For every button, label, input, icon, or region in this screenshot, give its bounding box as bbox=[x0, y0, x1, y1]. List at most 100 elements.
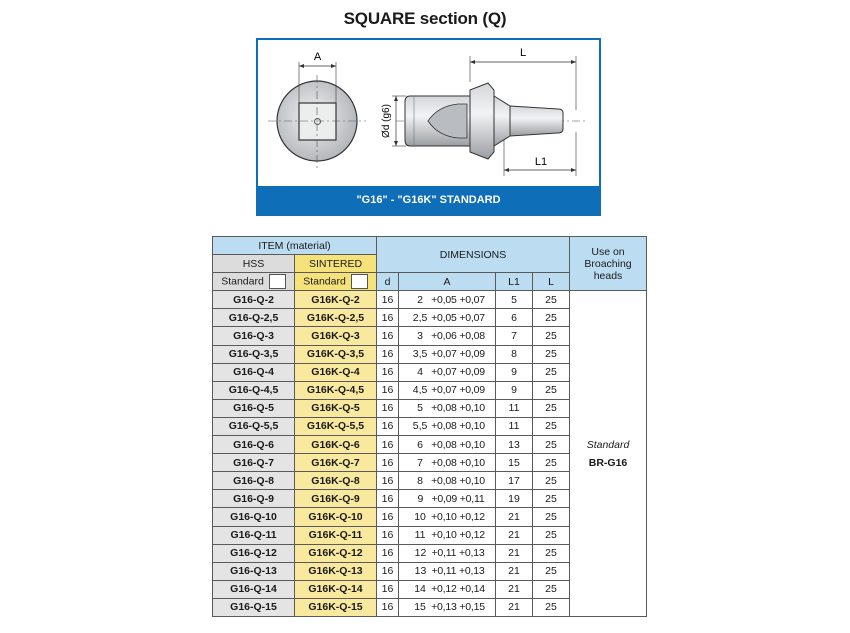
dimensions-header: DIMENSIONS bbox=[376, 235, 570, 274]
sintered-item-code: G16K-Q-5 bbox=[294, 398, 377, 418]
column-d-header: d bbox=[376, 272, 399, 292]
sintered-header: SINTERED bbox=[294, 254, 377, 274]
hss-item-code: G16-Q-6 bbox=[212, 435, 295, 455]
dimension-l: 25 bbox=[532, 471, 570, 491]
dimension-label-l: L bbox=[520, 47, 526, 59]
sintered-item-code: G16K-Q-5,5 bbox=[294, 416, 377, 437]
dimension-l1: 13 bbox=[495, 435, 533, 455]
dimension-d: 16 bbox=[376, 344, 399, 364]
dimension-a-value: 15 bbox=[414, 601, 426, 614]
dimension-l: 25 bbox=[532, 453, 570, 473]
dimension-a-value: 3,5 bbox=[412, 348, 428, 361]
dimension-l1: 21 bbox=[495, 507, 533, 527]
dimension-a-value: 10 bbox=[414, 510, 426, 523]
broaching-head-model: BR-G16 bbox=[588, 456, 628, 469]
dimension-a: 3,5+0,07 +0,09 bbox=[398, 344, 496, 364]
dimension-d: 16 bbox=[376, 435, 399, 455]
dimension-a-tolerance: +0,07 +0,09 bbox=[431, 366, 485, 379]
dimension-a-tolerance: +0,05 +0,07 bbox=[431, 293, 485, 306]
hss-item-code: G16-Q-15 bbox=[212, 597, 295, 617]
column-l1-header: L1 bbox=[495, 272, 533, 292]
dimension-a-tolerance: +0,08 +0,10 bbox=[431, 456, 485, 469]
dimension-a-tolerance: +0,08 +0,10 bbox=[431, 402, 485, 415]
dimension-d: 16 bbox=[376, 416, 399, 437]
sintered-item-code: G16K-Q-11 bbox=[294, 525, 377, 545]
dimension-a-tolerance: +0,06 +0,08 bbox=[431, 330, 485, 343]
dimension-d: 16 bbox=[376, 561, 399, 581]
hss-header: HSS bbox=[212, 254, 295, 274]
dimension-l: 25 bbox=[532, 561, 570, 581]
dimension-d: 16 bbox=[376, 471, 399, 491]
sintered-item-code: G16K-Q-2,5 bbox=[294, 308, 377, 328]
dimension-a: 13+0,11 +0,13 bbox=[398, 561, 496, 581]
dimension-l1: 21 bbox=[495, 525, 533, 545]
dimension-l: 25 bbox=[532, 597, 570, 617]
dimension-l: 25 bbox=[532, 507, 570, 527]
sintered-item-code: G16K-Q-4,5 bbox=[294, 380, 377, 400]
end-view bbox=[268, 62, 366, 170]
dimension-a-tolerance: +0,10 +0,12 bbox=[431, 529, 485, 542]
dimension-a-tolerance: +0,07 +0,09 bbox=[431, 384, 485, 397]
dimension-a-value: 8 bbox=[417, 474, 423, 487]
dimension-l1: 21 bbox=[495, 597, 533, 617]
sintered-item-code: G16K-Q-13 bbox=[294, 561, 377, 581]
sintered-item-code: G16K-Q-3,5 bbox=[294, 344, 377, 364]
dimension-a-value: 4 bbox=[417, 366, 423, 379]
hss-item-code: G16-Q-5,5 bbox=[212, 416, 295, 437]
dimension-d: 16 bbox=[376, 597, 399, 617]
dimension-a: 2,5+0,05 +0,07 bbox=[398, 308, 496, 328]
sintered-item-code: G16K-Q-2 bbox=[294, 290, 377, 310]
dimension-d: 16 bbox=[376, 362, 399, 382]
dimension-l1: 19 bbox=[495, 489, 533, 509]
hss-item-code: G16-Q-2 bbox=[212, 290, 295, 310]
hss-item-code: G16-Q-13 bbox=[212, 561, 295, 581]
dimension-a: 11 +0,10 +0,12 bbox=[398, 525, 496, 545]
dimension-a-value: 9 bbox=[417, 492, 424, 505]
dimension-a-value: 2,5 bbox=[412, 311, 428, 324]
dimension-d: 16 bbox=[376, 453, 399, 473]
dimension-a-value: 2 bbox=[417, 293, 423, 306]
dimension-a: 6+0,08 +0,10 bbox=[398, 435, 496, 455]
sintered-item-code: G16K-Q-14 bbox=[294, 579, 377, 599]
dimension-l: 25 bbox=[532, 290, 570, 310]
dimension-label-a: A bbox=[314, 51, 322, 63]
use-on-header: Use on Broaching heads bbox=[569, 235, 647, 292]
dimension-l1: 21 bbox=[495, 561, 533, 581]
dimension-l: 25 bbox=[532, 435, 570, 455]
dimension-a-value: 5,5 bbox=[412, 420, 428, 433]
broaching-head-standard: Standard bbox=[586, 438, 630, 451]
dimension-l1: 5 bbox=[495, 290, 533, 310]
dimension-d: 16 bbox=[376, 507, 399, 527]
sintered-item-code: G16K-Q-15 bbox=[294, 597, 377, 617]
sintered-item-code: G16K-Q-6 bbox=[294, 435, 377, 455]
sintered-standard-cell: Standard bbox=[294, 272, 377, 292]
dimension-l1: 11 bbox=[495, 416, 533, 437]
dimension-d: 16 bbox=[376, 489, 399, 509]
hss-standard-checkbox[interactable] bbox=[268, 274, 286, 290]
dimension-l: 25 bbox=[532, 362, 570, 382]
dimension-l: 25 bbox=[532, 543, 570, 563]
dimension-a-tolerance: +0,12 +0,14 bbox=[431, 583, 485, 596]
hss-item-code: G16-Q-7 bbox=[212, 453, 295, 473]
sintered-standard-label: Standard bbox=[303, 275, 346, 288]
dimension-a: 2 +0,05 +0,07 bbox=[398, 290, 496, 310]
dimension-l: 25 bbox=[532, 398, 570, 418]
sintered-standard-checkbox[interactable] bbox=[350, 274, 368, 290]
dimension-l: 25 bbox=[532, 525, 570, 545]
dimension-a-value: 11 bbox=[414, 529, 426, 542]
sintered-item-code: G16K-Q-4 bbox=[294, 362, 377, 382]
dimension-a-tolerance: +0,10 +0,12 bbox=[431, 510, 485, 523]
dimension-a-value: 7 bbox=[417, 456, 423, 469]
item-dimension-table: ITEM (material) DIMENSIONS Use on Broach… bbox=[212, 235, 647, 617]
dimension-d: 16 bbox=[376, 543, 399, 563]
dimension-d: 16 bbox=[376, 308, 399, 328]
dimension-a: 7 +0,08 +0,10 bbox=[398, 453, 496, 473]
